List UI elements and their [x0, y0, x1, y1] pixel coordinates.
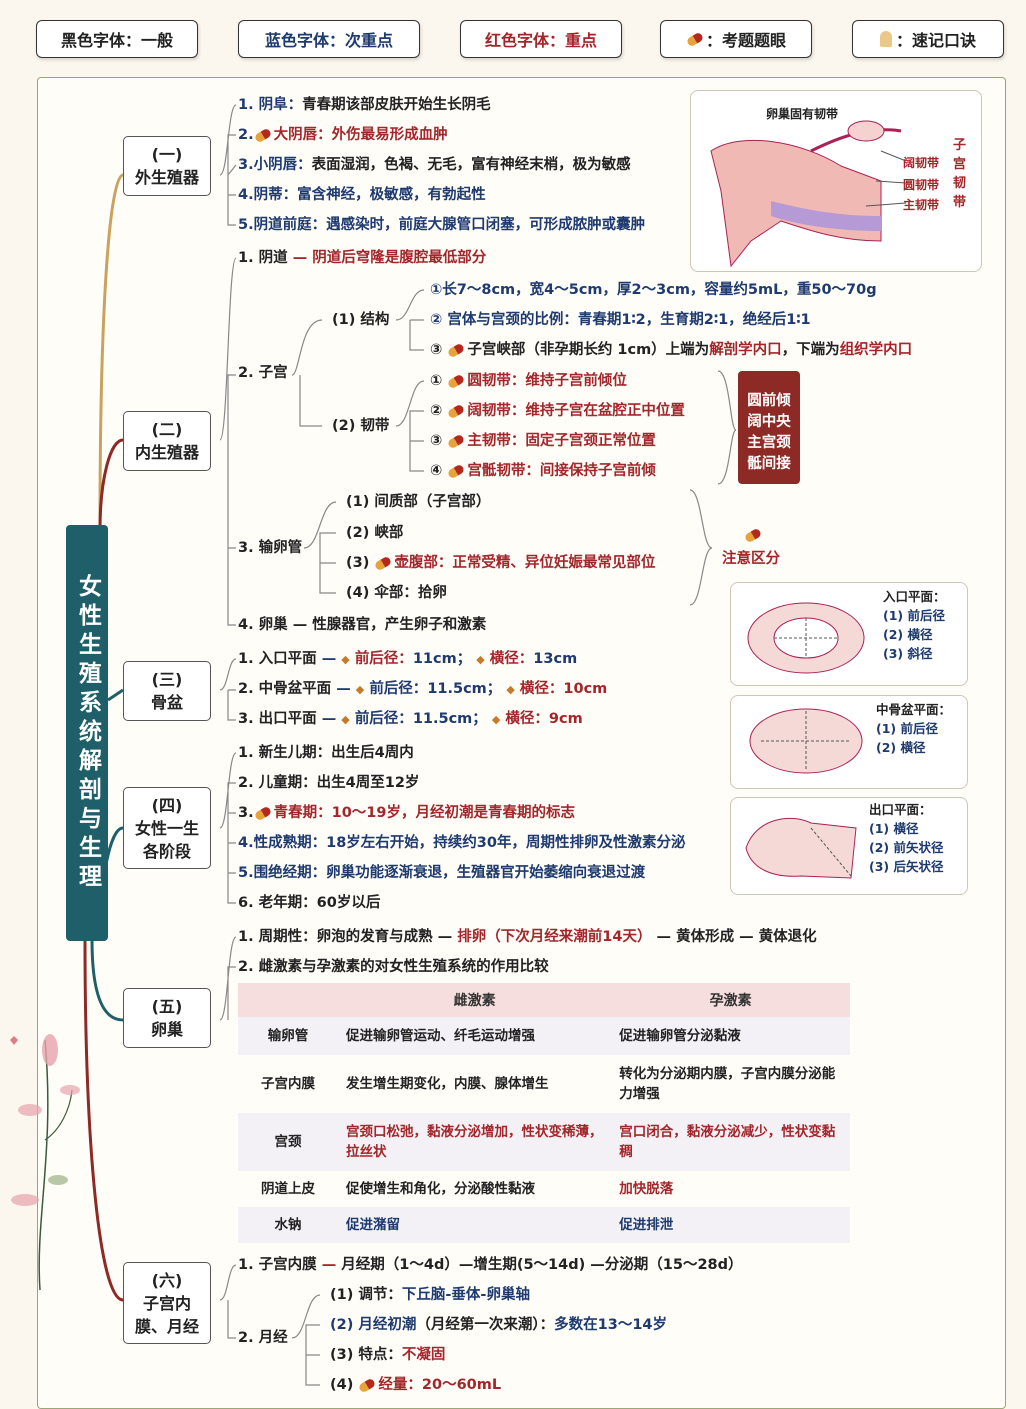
s1-item3: 3.小阴唇：表面湿润，色褐、无毛，富有神经末梢，极为敏感: [238, 157, 631, 173]
s2-tube: 3. 输卵管: [238, 540, 303, 556]
pill-icon: [447, 433, 466, 449]
legend-mnemonic: ：速记口诀: [852, 20, 1004, 58]
s1-item2: 2.大阴唇：外伤最易形成血肿: [238, 127, 448, 143]
pill-icon: [253, 127, 272, 143]
hormone-comparison-table: 雌激素 孕激素 输卵管促进输卵管运动、纤毛运动增强促进输卵管分泌黏液 子宫内膜发…: [238, 983, 850, 1243]
s1-item5: 5.阴道前庭：遇感染时，前庭大腺管口闭塞，可形成脓肿或囊肿: [238, 217, 646, 233]
label-broad: 阔韧带: [903, 156, 940, 170]
label-round: 圆韧带: [903, 178, 940, 192]
s2-tb4: (4) 伞部：拾卵: [346, 585, 447, 601]
uterus-ligament-image: 卵巢固有韧带 阔韧带 圆韧带 主韧带 子宫韧带: [690, 90, 982, 272]
s6-m1: (1) 调节：下丘脑-垂体-卵巢轴: [330, 1287, 530, 1303]
s4-item2: 2. 儿童期：出生4周至12岁: [238, 775, 420, 791]
pelvis-outlet-image: 出口平面：(1) 横径(2) 前矢状径(3) 后矢状径: [730, 797, 968, 895]
s4-item4: 4.性成熟期：18岁左右开始，持续约30年，周期性排卵及性激素分泌: [238, 835, 686, 851]
pill-icon: [447, 463, 466, 479]
s2-tb3: (3) 壶腹部：正常受精、异位妊娠最常见部位: [346, 555, 656, 571]
s1-item4: 4.阴蒂：富含神经，极敏感，有勃起性: [238, 187, 486, 203]
s5-compare-title: 2. 雌激素与孕激素的对女性生殖系统的作用比较: [238, 959, 549, 975]
s2-structure: (1) 结构: [332, 312, 390, 328]
s6-menstruation: 2. 月经: [238, 1330, 288, 1346]
th-progesterone: 孕激素: [611, 983, 850, 1017]
doctor-icon: [879, 31, 892, 47]
pill-icon: [253, 805, 272, 821]
uterus-illustration: [710, 120, 907, 268]
s2-st2: ② 宫体与宫颈的比例：青春期1∶2，生育期2∶1，绝经后1∶1: [430, 312, 811, 328]
s2-tb2: (2) 峡部: [346, 525, 404, 541]
section-life-stages: (四) 女性一生 各阶段: [123, 787, 211, 869]
pelvis-inlet-drawing: [747, 602, 865, 674]
section-ovary: (五) 卵巢: [123, 988, 211, 1048]
s6-m4: (4) 经量：20～60mL: [330, 1377, 502, 1393]
pill-icon: [447, 373, 466, 389]
table-row: 输卵管促进输卵管运动、纤毛运动增强促进输卵管分泌黏液: [238, 1017, 850, 1055]
s3-row1: 1. 入口平面 — ◆ 前后径：11cm； ◆ 横径：13cm: [238, 651, 578, 667]
pelvis-mid-image: 中骨盆平面：(1) 前后径(2) 横径: [730, 695, 968, 789]
label-cardinal: 主韧带: [903, 198, 940, 212]
section-external: (一) 外生殖器: [123, 136, 211, 196]
legend-blue: 蓝色字体：次重点: [238, 20, 420, 58]
section-internal: (二) 内生殖器: [123, 411, 211, 471]
s4-item6: 6. 老年期：60岁以后: [238, 895, 381, 911]
label-uterine-ligaments: 子宫韧带: [953, 138, 967, 210]
pelvis-mid-drawing: [749, 708, 863, 774]
s3-row2: 2. 中骨盆平面 — ◆ 前后径：11.5cm； ◆ 横径：10cm: [238, 681, 608, 697]
flower-decoration-icon: [10, 1034, 80, 1291]
main-title: 女性生殖系统解剖与生理: [66, 525, 108, 941]
s3-row3: 3. 出口平面 — ◆ 前后径：11.5cm； ◆ 横径：9cm: [238, 711, 583, 727]
s2-lg2: ② 阔韧带：维持子宫在盆腔正中位置: [430, 403, 685, 419]
s1-item1: 1. 阴阜：青春期该部皮肤开始生长阴毛: [238, 97, 491, 113]
s6-m3: (3) 特点：不凝固: [330, 1347, 446, 1363]
mnemonic-box: 圆前倾阔中央主宫颈骶间接: [738, 371, 800, 484]
section-pelvis: (三) 骨盆: [123, 661, 211, 721]
s5-cycle: 1. 周期性：卵泡的发育与成熟 — 排卵（下次月经来潮前14天） — 黄体形成 …: [238, 929, 817, 945]
pelvis-inlet-image: 入口平面：(1) 前后径(2) 横径(3) 斜径: [730, 582, 968, 686]
s2-ovary: 4. 卵巢 — 性腺器官，产生卵子和激素: [238, 617, 487, 633]
s2-uterus: 2. 子宫: [238, 365, 288, 381]
legend-black: 黑色字体：一般: [36, 20, 198, 58]
s2-lg4: ④ 宫骶韧带：间接保持子宫前倾: [430, 463, 656, 479]
legend-pill: ：考题题眼: [660, 20, 812, 58]
s4-item5: 5.围绝经期：卵巢功能逐渐衰退，生殖器官开始萎缩向衰退过渡: [238, 865, 646, 881]
s6-endometrium: 1. 子宫内膜 — 月经期（1～4d）—增生期(5～14d) —分泌期（15～2…: [238, 1257, 743, 1273]
table-row: 子宫内膜发生增生期变化，内膜、腺体增生转化为分泌期内膜，子宫内膜分泌能力增强: [261, 1066, 836, 1102]
pill-icon: [447, 403, 466, 419]
table-row: 水钠促进潴留促进排泄: [238, 1207, 850, 1243]
label-ovarian-ligament: 卵巢固有韧带: [766, 107, 839, 121]
pelvis-outlet-drawing: [745, 817, 857, 879]
th-estrogen: 雌激素: [338, 983, 612, 1017]
s2-vagina: 1. 阴道 — 阴道后穹隆是腹腔最低部分: [238, 250, 487, 266]
s6-m2: (2) 月经初潮（月经第一次来潮）：多数在13～14岁: [330, 1317, 668, 1333]
pill-icon: [374, 555, 393, 571]
s2-tube-note: 注意区分: [722, 527, 780, 569]
s2-lg3: ③ 主韧带：固定子宫颈正常位置: [430, 433, 656, 449]
s2-ligament: (2) 韧带: [332, 418, 390, 434]
s2-lg1: ① 圆韧带：维持子宫前倾位: [430, 373, 627, 389]
section-endometrium-menstruation: (六) 子宫内 膜、月经: [123, 1262, 211, 1344]
s4-item1: 1. 新生儿期：出生后4周内: [238, 745, 414, 761]
s2-tb1: (1) 间质部（子宫部）: [346, 494, 491, 510]
s2-st3: ③ 子宫峡部（非孕期长约 1cm）上端为解剖学内口，下端为组织学内口: [430, 342, 913, 358]
s4-item3: 3.青春期：10～19岁，月经初潮是青春期的标志: [238, 805, 575, 821]
pill-icon: [358, 1377, 377, 1393]
table-row: 阴道上皮促使增生和角化，分泌酸性黏液加快脱落: [261, 1181, 674, 1197]
pill-icon: [447, 342, 466, 358]
th-blank: [238, 983, 338, 1017]
table-row: 宫颈宫颈口松弛，黏液分泌增加，性状变稀薄，拉丝状宫口闭合，黏液分泌减少，性状变黏…: [238, 1113, 850, 1171]
legend-red: 红色字体：重点: [460, 20, 622, 58]
s2-st1: ①长7～8cm，宽4～5cm，厚2～3cm，容量约5mL，重50～70g: [430, 282, 877, 298]
